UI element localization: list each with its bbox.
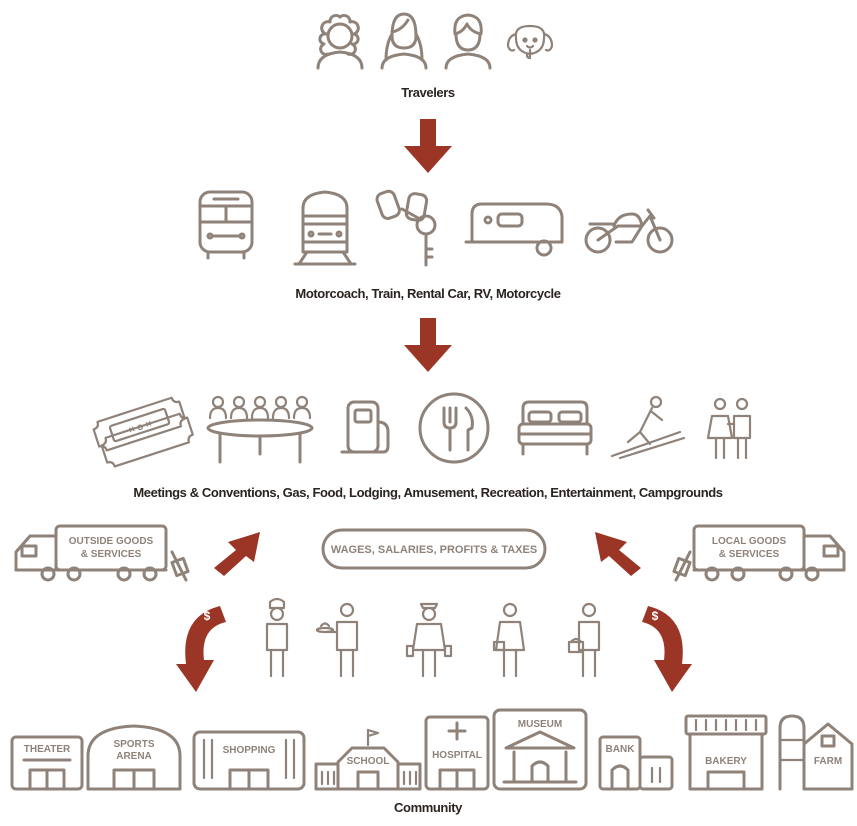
attendant-worker-icon xyxy=(405,602,453,678)
services-caption: Meetings & Conventions, Gas, Food, Lodgi… xyxy=(133,485,722,500)
outside-goods-label-line2: & SERVICES xyxy=(81,549,142,560)
right-dollar-sign: $ xyxy=(652,609,659,623)
museum-label: MUSEUM xyxy=(518,719,562,730)
shopping-label: SHOPPING xyxy=(223,745,276,756)
ski-jumper-icon xyxy=(610,395,686,460)
up-right-arrow xyxy=(595,532,641,576)
sports-arena-building xyxy=(86,724,182,791)
theater-building xyxy=(10,735,84,791)
farm-building xyxy=(778,714,854,791)
school-building xyxy=(314,728,422,791)
services-icons: × o × xyxy=(92,392,752,468)
hand-truck-icon xyxy=(170,550,190,582)
travelers-caption: Travelers xyxy=(401,85,455,100)
down-arrow-2 xyxy=(404,318,452,372)
bank-label: BANK xyxy=(606,744,636,755)
workers-icons xyxy=(265,597,601,678)
sports-arena-label-line1: SPORTS xyxy=(113,739,154,750)
hospital-label: HOSPITAL xyxy=(432,750,482,761)
rv-icon xyxy=(464,202,564,257)
shopping-building xyxy=(192,730,306,791)
dog-icon xyxy=(506,24,554,60)
car-keys-icon xyxy=(375,189,437,267)
local-goods-label-line2: & SERVICES xyxy=(719,549,780,560)
chef-worker-icon xyxy=(265,597,289,678)
left-dollar-arrow: $ xyxy=(176,606,226,692)
museum-building xyxy=(492,708,588,791)
hand-truck-icon xyxy=(672,550,692,582)
wages-box xyxy=(321,528,547,570)
couple-icon xyxy=(706,397,752,460)
transport-icons xyxy=(198,189,674,267)
bank-building xyxy=(598,735,674,791)
transport-caption: Motorcoach, Train, Rental Car, RV, Motor… xyxy=(295,286,560,301)
right-dollar-arrow: $ xyxy=(642,606,692,692)
school-label: SCHOOL xyxy=(347,756,390,767)
bed-icon xyxy=(517,400,593,456)
hospital-building xyxy=(424,715,490,791)
sports-arena-label-line2: ARENA xyxy=(116,751,152,762)
bakery-building xyxy=(684,714,768,791)
shop-worker-icon xyxy=(492,602,526,678)
plate-fork-knife-icon xyxy=(418,392,490,464)
outside-goods-truck xyxy=(14,524,190,582)
cashier-worker-icon xyxy=(567,602,601,678)
train-icon xyxy=(293,190,357,266)
community-caption: Community xyxy=(394,800,463,815)
up-left-arrow xyxy=(214,532,260,576)
local-goods-truck xyxy=(672,524,846,582)
woman-curly-hair-icon xyxy=(316,14,364,70)
down-arrow-1 xyxy=(404,119,452,173)
local-goods-label-line1: LOCAL GOODS xyxy=(712,536,787,547)
buildings-row: THEATER SPORTS ARENA SHOPPING SCHOOL xyxy=(10,708,854,791)
motorcycle-icon xyxy=(584,208,674,254)
farm-label: FARM xyxy=(814,756,842,767)
wages-label: WAGES, SALARIES, PROFITS & TAXES xyxy=(331,544,537,556)
travelers-icons xyxy=(316,12,554,70)
outside-goods-label-line1: OUTSIDE GOODS xyxy=(69,536,154,547)
gas-pump-icon xyxy=(340,400,390,454)
left-dollar-sign: $ xyxy=(204,609,211,623)
motorcoach-icon xyxy=(198,190,254,260)
woman-long-hair-icon xyxy=(380,12,428,70)
man-icon xyxy=(444,13,492,70)
waiter-worker-icon xyxy=(315,602,359,678)
bakery-label: BAKERY xyxy=(705,756,747,767)
tickets-icon: × o × xyxy=(92,396,194,468)
meeting-table-icon xyxy=(206,395,314,464)
theater-label: THEATER xyxy=(24,744,71,755)
